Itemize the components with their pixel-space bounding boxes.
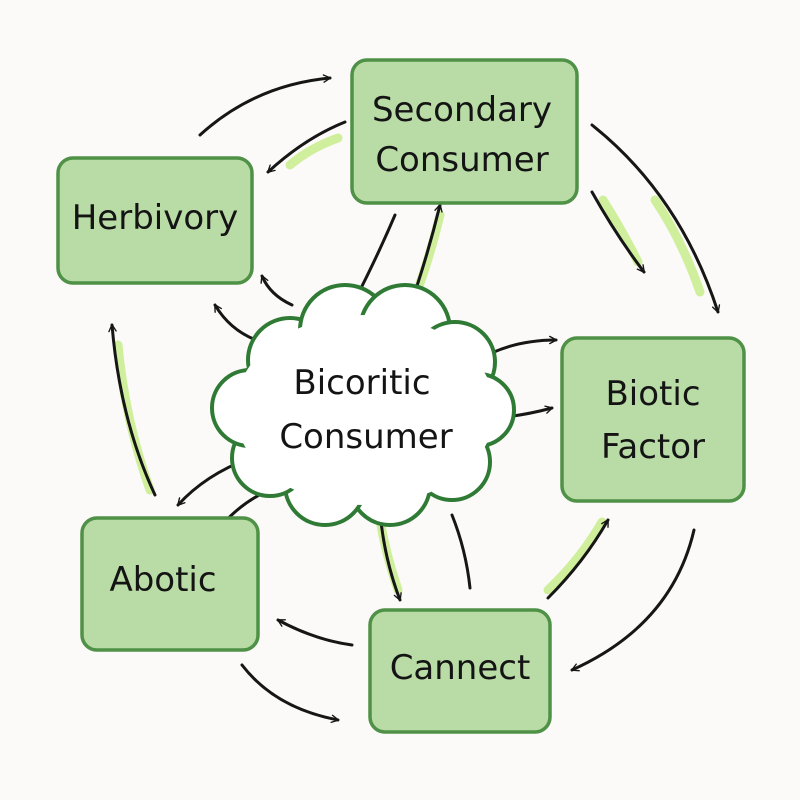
arrow-secondary-to-biotic-outer bbox=[590, 123, 721, 314]
node-center-cloud: Bicoritic Consumer bbox=[210, 283, 516, 527]
node-box bbox=[350, 58, 579, 205]
node-label-line2: Factor bbox=[601, 427, 705, 467]
arrow-center-to-herbivory-lower bbox=[213, 303, 258, 342]
arrow-center-down-line bbox=[450, 513, 472, 590]
arrow-cannect-to-biotic bbox=[546, 518, 610, 600]
node-label-line1: Biotic bbox=[605, 374, 700, 414]
arrow-herbivory-to-secondary bbox=[198, 74, 332, 137]
node-label-line2: Consumer bbox=[279, 417, 452, 457]
node-box bbox=[368, 608, 552, 734]
arrow-biotic-to-cannect bbox=[570, 528, 696, 672]
arrow-secondary-to-herbivory bbox=[266, 120, 347, 174]
node-box bbox=[56, 156, 254, 285]
node-secondary-consumer: Secondary Consumer bbox=[350, 58, 579, 205]
highlight-stroke bbox=[598, 195, 643, 267]
cloud-core bbox=[235, 315, 495, 505]
node-label-line2: Consumer bbox=[375, 140, 548, 180]
node-abotic: Abotic bbox=[80, 516, 260, 652]
arrow-abotic-to-cannect bbox=[240, 663, 340, 724]
node-cannect: Cannect bbox=[368, 608, 552, 734]
node-label-line1: Secondary bbox=[372, 90, 552, 130]
highlight-stroke bbox=[285, 133, 343, 170]
node-box bbox=[560, 336, 746, 503]
node-box bbox=[80, 516, 260, 652]
node-label: Herbivory bbox=[72, 198, 239, 238]
arrow-secondary-to-biotic-inner bbox=[590, 190, 646, 274]
arrow-cannect-to-abotic bbox=[276, 618, 354, 647]
arrow-center-to-herbivory-upper bbox=[260, 274, 294, 307]
node-label-line1: Bicoritic bbox=[293, 363, 430, 403]
node-label: Abotic bbox=[109, 560, 216, 600]
node-herbivory: Herbivory bbox=[56, 156, 254, 285]
arrow-abotic-to-herbivory bbox=[108, 323, 157, 497]
node-biotic-factor: Biotic Factor bbox=[560, 336, 746, 503]
node-label: Cannect bbox=[390, 648, 531, 688]
highlight-stroke bbox=[650, 195, 705, 297]
highlight-stroke bbox=[543, 517, 607, 595]
